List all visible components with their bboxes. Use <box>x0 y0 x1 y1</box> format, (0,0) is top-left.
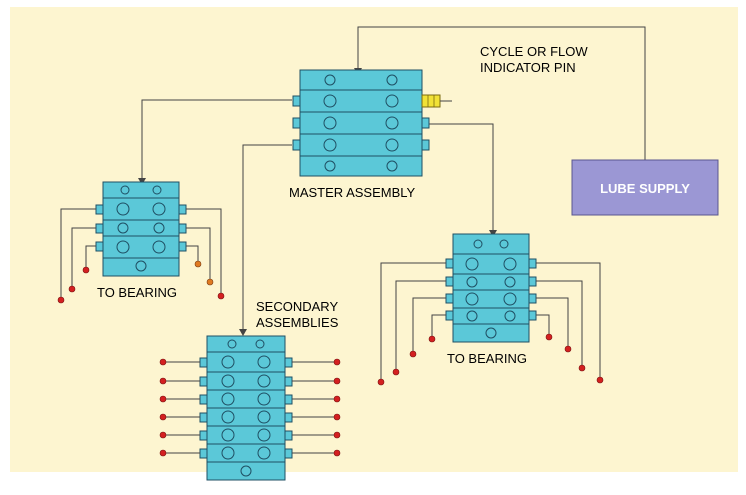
secondary-label-line1: SECONDARY <box>256 299 338 314</box>
pipes <box>141 26 646 333</box>
to-bearing-right-label: TO BEARING <box>447 351 527 366</box>
indicator-label-line2: INDICATOR PIN <box>480 60 576 75</box>
lube-supply-label: LUBE SUPPLY <box>600 181 690 196</box>
lube-supply-box <box>571 159 719 216</box>
master-assembly <box>292 69 430 177</box>
secondary-assembly <box>159 335 341 481</box>
to-bearing-left-label: TO BEARING <box>97 285 177 300</box>
master-assembly-label: MASTER ASSEMBLY <box>289 185 416 200</box>
indicator-label-line1: CYCLE OR FLOW <box>480 44 588 59</box>
indicator-pin-icon <box>421 94 452 108</box>
left-assembly <box>57 181 225 304</box>
secondary-label-line2: ASSEMBLIES <box>256 315 339 330</box>
right-assembly <box>377 233 604 386</box>
